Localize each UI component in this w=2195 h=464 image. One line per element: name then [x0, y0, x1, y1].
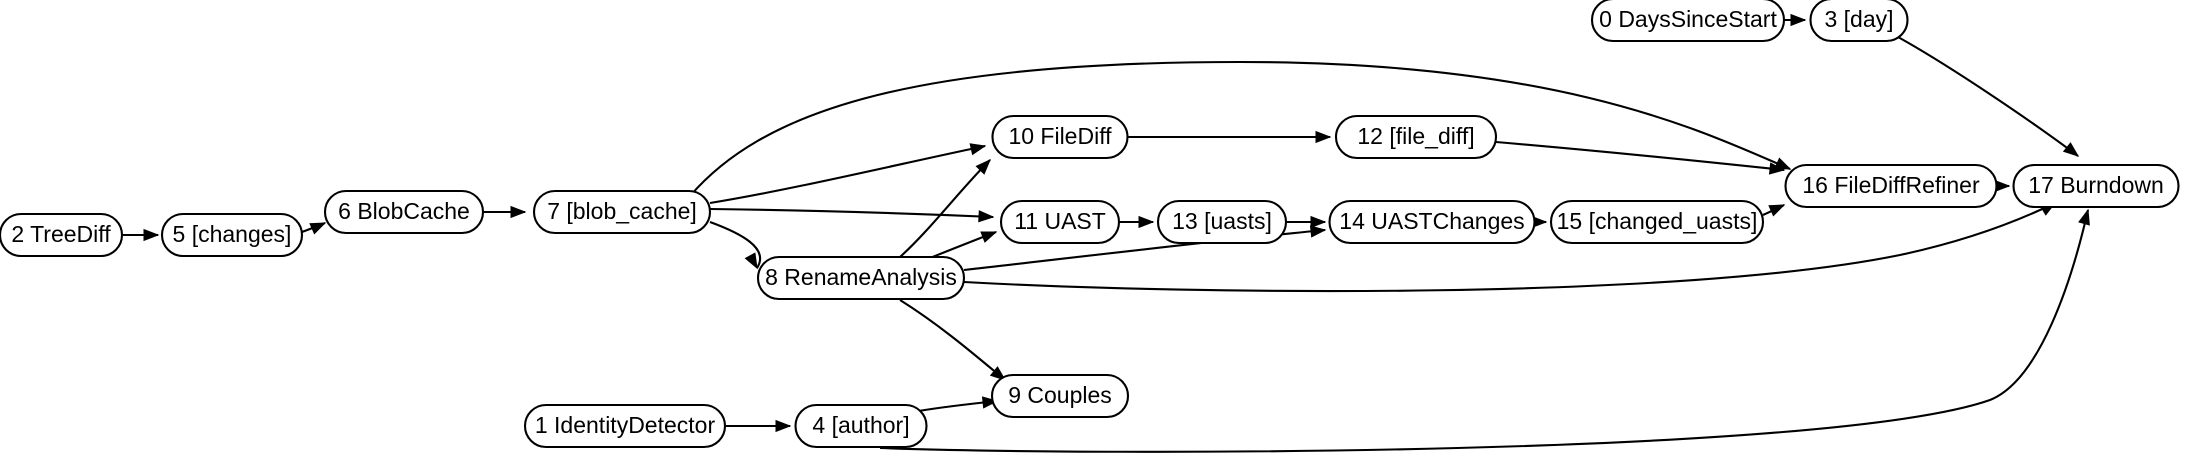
arrowhead-triangle [1768, 162, 1786, 175]
graph-edge [689, 60, 1791, 197]
graph-node-n8[interactable]: 8 RenameAnalysis [756, 255, 966, 301]
arrowhead-icon [775, 419, 792, 433]
arrowhead-triangle [980, 231, 998, 243]
graph-edge [709, 144, 986, 205]
graph-edge [963, 202, 2056, 293]
arrowhead-icon [978, 210, 995, 223]
arrowhead-triangle [969, 143, 987, 156]
node-shape[interactable] [1328, 199, 1536, 245]
node-shape[interactable] [1590, 0, 1786, 43]
arrowhead-triangle [2078, 208, 2090, 226]
arrowhead-triangle [1138, 215, 1155, 229]
graph-edge [1495, 140, 1785, 172]
arrowhead-triangle [981, 396, 999, 409]
graph-edge [1897, 36, 2079, 157]
arrowhead-icon [1790, 13, 1807, 27]
graph-node-n3[interactable]: 3 [day] [1809, 0, 1909, 43]
node-shape[interactable] [1334, 114, 1498, 160]
graph-node-n1[interactable]: 1 IdentityDetector [523, 403, 727, 449]
graph-node-n16[interactable]: 16 FileDiffRefiner [1784, 163, 1998, 209]
graph-node-n6[interactable]: 6 BlobCache [323, 189, 485, 235]
graph-edge [709, 221, 762, 269]
arrowhead-icon [1768, 204, 1786, 217]
graph-node-n5[interactable]: 5 [changes] [160, 212, 304, 258]
node-shape[interactable] [1156, 199, 1288, 245]
arrowhead-triangle [989, 366, 1007, 381]
arrowhead-triangle [744, 252, 758, 270]
graph-node-n0[interactable]: 0 DaysSinceStart [1590, 0, 1786, 43]
arrowhead-icon [980, 231, 998, 243]
node-shape[interactable] [756, 255, 966, 301]
arrowhead-icon [510, 205, 527, 219]
graph-node-n10[interactable]: 10 FileDiff [991, 114, 1129, 160]
arrowhead-icon [2062, 142, 2080, 157]
arrowhead-triangle [309, 222, 327, 235]
graph-edge [899, 159, 991, 258]
arrowhead-triangle [1768, 204, 1786, 217]
node-shape[interactable] [990, 373, 1130, 419]
node-shape[interactable] [2012, 163, 2180, 209]
arrowhead-icon [1310, 215, 1327, 229]
node-shape[interactable] [999, 199, 1121, 245]
graph-node-n11[interactable]: 11 UAST [999, 199, 1121, 245]
node-shape[interactable] [794, 403, 928, 449]
arrowhead-icon [1315, 130, 1332, 144]
arrowhead-triangle [978, 210, 995, 223]
arrowhead-icon [2078, 208, 2090, 226]
arrowhead-triangle [1310, 215, 1327, 229]
arrowhead-icon [989, 366, 1007, 381]
node-shape[interactable] [1784, 163, 1998, 209]
arrowheads-layer [143, 13, 2090, 433]
graph-node-n4[interactable]: 4 [author] [794, 403, 928, 449]
node-shape[interactable] [1549, 199, 1765, 245]
arrowhead-triangle [1790, 13, 1807, 27]
graph-node-n2[interactable]: 2 TreeDiff [0, 212, 124, 258]
graph-node-n15[interactable]: 15 [changed_uasts] [1549, 199, 1765, 245]
arrowhead-icon [744, 252, 758, 270]
node-shape[interactable] [991, 114, 1129, 160]
graph-node-n9[interactable]: 9 Couples [990, 373, 1130, 419]
graph-node-n12[interactable]: 12 [file_diff] [1334, 114, 1498, 160]
arrowhead-triangle [1309, 225, 1327, 238]
graph-node-n17[interactable]: 17 Burndown [2012, 163, 2180, 209]
arrowhead-triangle [2062, 142, 2080, 157]
node-shape[interactable] [160, 212, 304, 258]
arrowhead-icon [981, 396, 999, 409]
node-shape[interactable] [1809, 0, 1909, 43]
arrowhead-triangle [975, 159, 991, 175]
arrowhead-icon [1774, 157, 1792, 170]
arrowhead-icon [1138, 215, 1155, 229]
graph-edge [709, 207, 994, 219]
graph-node-n14[interactable]: 14 UASTChanges [1328, 199, 1536, 245]
arrowhead-triangle [510, 205, 527, 219]
node-shape[interactable] [323, 189, 485, 235]
graph-edge [899, 299, 1006, 381]
arrowhead-icon [969, 143, 987, 156]
node-shape[interactable] [0, 212, 124, 258]
graph-node-n13[interactable]: 13 [uasts] [1156, 199, 1288, 245]
graph-node-n7[interactable]: 7 [blob_cache] [532, 189, 712, 235]
arrowhead-triangle [1315, 130, 1332, 144]
arrowhead-triangle [1774, 157, 1792, 170]
node-shape[interactable] [523, 403, 727, 449]
node-shape[interactable] [532, 189, 712, 235]
arrowhead-triangle [775, 419, 792, 433]
graph-edge [879, 209, 2090, 453]
arrowhead-icon [1768, 162, 1786, 175]
arrowhead-icon [143, 228, 160, 242]
arrowhead-icon [975, 159, 991, 175]
arrowhead-icon [1309, 225, 1327, 238]
arrowhead-icon [309, 222, 327, 235]
arrowhead-triangle [143, 228, 160, 242]
